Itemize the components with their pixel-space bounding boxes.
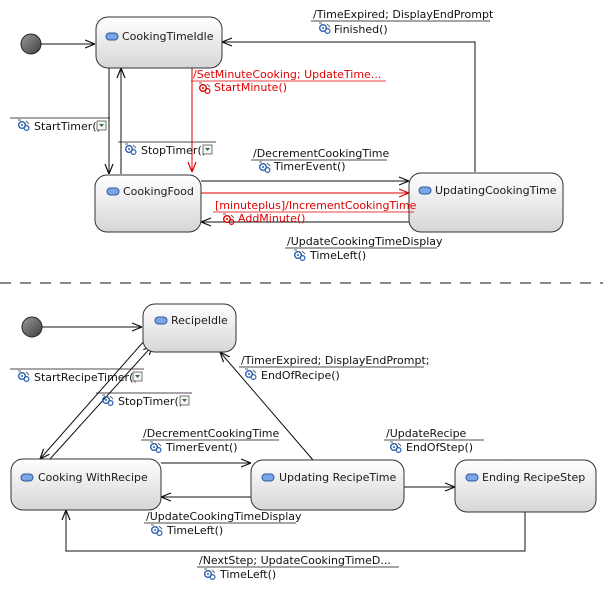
label-finished[interactable]: /TimeExpired; DisplayEndPrompt Finished(… [311, 8, 494, 36]
svg-text:AddMinute(): AddMinute() [238, 212, 305, 225]
state-label: Ending RecipeStep [482, 471, 585, 484]
state-recipe-idle[interactable]: RecipeIdle [142, 303, 237, 353]
state-cooking-time-idle[interactable]: CookingTimeIdle [95, 16, 223, 69]
label-start-timer[interactable]: StartTimer() [10, 117, 110, 133]
initial-node-cooking[interactable] [20, 33, 42, 55]
svg-text:EndOfRecipe(): EndOfRecipe() [261, 369, 340, 382]
svg-text:/TimerExpired; DisplayEndPromp: /TimerExpired; DisplayEndPrompt; [241, 354, 430, 367]
svg-text:TimerEvent(): TimerEvent() [273, 160, 346, 173]
svg-text:TimeLeft(): TimeLeft() [166, 524, 223, 537]
state-cooking-with-recipe[interactable]: Cooking WithRecipe [10, 458, 162, 511]
state-ending-recipe-step[interactable]: Ending RecipeStep [454, 459, 597, 513]
state-label: Updating RecipeTime [279, 471, 396, 484]
svg-text:/DecrementCookingTime: /DecrementCookingTime [253, 147, 389, 160]
svg-text:StartMinute(): StartMinute() [214, 81, 287, 94]
state-label: Cooking WithRecipe [38, 471, 148, 484]
svg-text:TimeLeft(): TimeLeft() [309, 249, 366, 262]
svg-text:/UpdateCookingTimeDisplay: /UpdateCookingTimeDisplay [146, 510, 302, 523]
label-time-left-1[interactable]: /UpdateCookingTimeDisplay TimeLeft() [285, 235, 443, 262]
label-time-left-2[interactable]: /UpdateCookingTimeDisplay TimeLeft() [144, 510, 302, 537]
label-start-minute[interactable]: /SetMinuteCooking; UpdateTime... StartMi… [191, 68, 386, 95]
svg-text:TimeLeft(): TimeLeft() [219, 568, 276, 581]
state-updating-cooking-time[interactable]: UpdatingCookingTime [408, 172, 564, 233]
label-timer-event-1[interactable]: /DecrementCookingTime TimerEvent() [251, 147, 389, 174]
svg-text:StopTimer(): StopTimer() [118, 395, 183, 408]
edge-stop-timer-2[interactable] [49, 345, 153, 460]
label-end-of-recipe[interactable]: /TimerExpired; DisplayEndPrompt; EndOfRe… [239, 354, 430, 382]
state-label: CookingFood [123, 185, 194, 198]
svg-text:Finished(): Finished() [334, 23, 388, 36]
svg-text:StopTimer(): StopTimer() [141, 144, 206, 157]
svg-text:/DecrementCookingTime: /DecrementCookingTime [143, 427, 279, 440]
edge-finished[interactable] [222, 42, 476, 172]
initial-node-recipe[interactable] [21, 316, 43, 338]
state-updating-recipe-time[interactable]: Updating RecipeTime [250, 459, 405, 511]
svg-text:StartRecipeTimer(): StartRecipeTimer() [34, 371, 138, 384]
svg-text:TimerEvent(): TimerEvent() [165, 441, 238, 454]
label-end-of-step[interactable]: /UpdateRecipe EndOfStep() [384, 427, 484, 454]
state-label: UpdatingCookingTime [435, 184, 557, 197]
label-stop-timer-2[interactable]: StopTimer() [96, 392, 192, 408]
svg-text:/TimeExpired; DisplayEndPrompt: /TimeExpired; DisplayEndPrompt [313, 8, 494, 21]
svg-text:[minuteplus]/IncrementCookingT: [minuteplus]/IncrementCookingTime [215, 199, 417, 212]
label-next-step[interactable]: /NextStep; UpdateCookingTimeD... TimeLef… [197, 554, 399, 581]
label-start-recipe-timer[interactable]: StartRecipeTimer() [10, 368, 144, 384]
edge-end-of-recipe[interactable] [220, 352, 314, 461]
label-timer-event-2[interactable]: /DecrementCookingTime TimerEvent() [141, 427, 279, 454]
label-add-minute[interactable]: [minuteplus]/IncrementCookingTime AddMin… [213, 199, 417, 226]
edge-start-recipe-timer[interactable] [40, 339, 146, 459]
svg-text:/UpdateCookingTimeDisplay: /UpdateCookingTimeDisplay [287, 235, 443, 248]
label-stop-timer-1[interactable]: StopTimer() [118, 141, 216, 157]
svg-text:/NextStep; UpdateCookingTimeD.: /NextStep; UpdateCookingTimeD... [199, 554, 391, 567]
state-label: CookingTimeIdle [122, 30, 214, 43]
svg-text:EndOfStep(): EndOfStep() [406, 441, 473, 454]
state-label: RecipeIdle [171, 314, 228, 327]
edge-next-step[interactable] [66, 510, 526, 552]
svg-text:/UpdateRecipe: /UpdateRecipe [386, 427, 467, 440]
svg-text:StartTimer(): StartTimer() [34, 120, 101, 133]
svg-text:/SetMinuteCooking; UpdateTime.: /SetMinuteCooking; UpdateTime... [193, 68, 381, 81]
state-cooking-food[interactable]: CookingFood [94, 174, 202, 233]
